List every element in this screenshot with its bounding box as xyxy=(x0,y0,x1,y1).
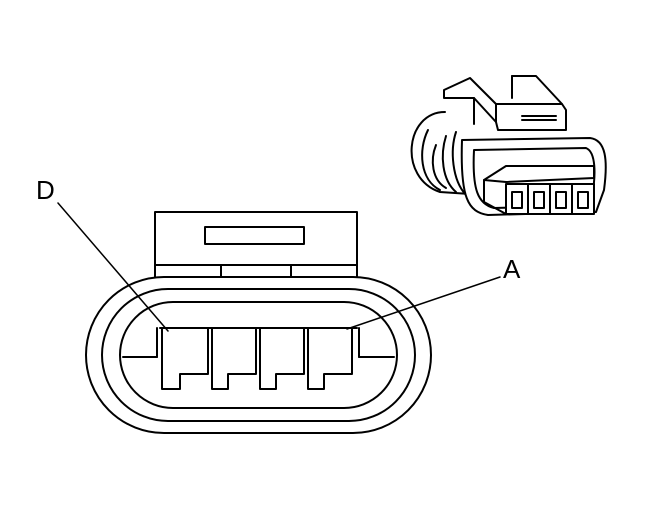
lock-tab xyxy=(154,211,358,281)
connector-seal-ring xyxy=(101,288,416,422)
leader-line-d xyxy=(57,202,169,332)
label-pin-a: A xyxy=(503,254,521,284)
connector-outer-shell xyxy=(85,276,432,434)
terminal-cavities xyxy=(161,327,353,390)
terminal-d xyxy=(161,327,209,390)
terminal-b xyxy=(259,327,305,390)
leader-line-a xyxy=(346,276,501,330)
connector-face-view xyxy=(85,211,432,434)
label-pin-d: D xyxy=(36,175,55,205)
connector-iso-view xyxy=(410,75,607,216)
terminal-c xyxy=(211,327,257,390)
connector-inner-cavity xyxy=(119,301,398,409)
